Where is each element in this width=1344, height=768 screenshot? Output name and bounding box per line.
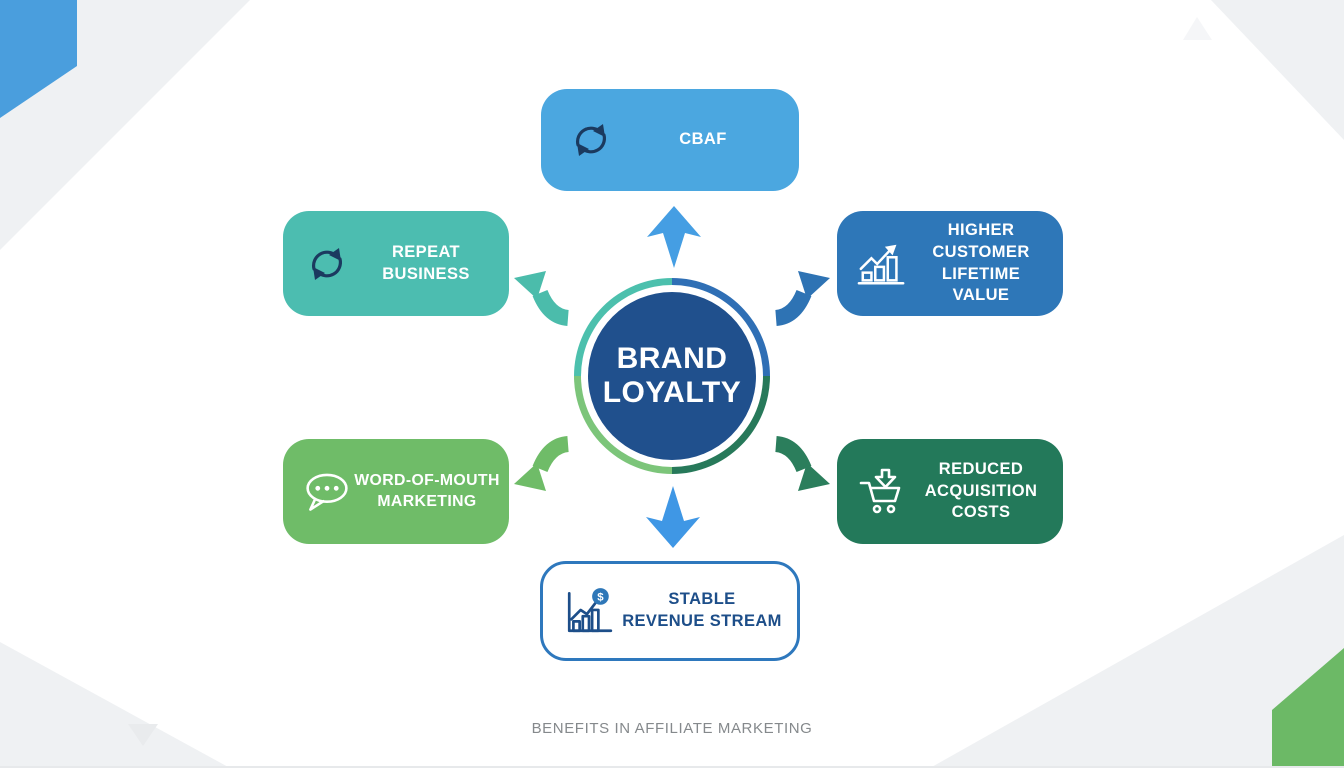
node-label: WORD-OF-MOUTH MARKETING [354, 471, 500, 510]
growth-chart-icon [857, 241, 907, 287]
center-ring-gap: BRAND LOYALTY [581, 285, 763, 467]
small-triangle-top-right [1183, 17, 1212, 40]
node-cbaf: CBAF [541, 89, 799, 191]
arrow-upper-left-icon [514, 271, 570, 326]
blue-corner-shape [0, 0, 77, 118]
center-circle: BRAND LOYALTY [588, 292, 756, 460]
node-label: CBAF [679, 130, 727, 149]
corner-gray-top-right [1211, 0, 1344, 140]
node-word-of-mouth-marketing: WORD-OF-MOUTH MARKETING [283, 439, 509, 544]
page-title: BENEFITS IN AFFILIATE MARKETING [531, 720, 813, 737]
node-higher-customer-lifetime-value: HIGHER CUSTOMER LIFETIME VALUE [837, 211, 1063, 316]
refresh-icon [303, 240, 351, 288]
arrow-up-icon [647, 206, 701, 268]
node-repeat-business: REPEAT BUSINESS [283, 211, 509, 316]
arrow-lower-right-icon [774, 436, 830, 491]
svg-text:$: $ [597, 592, 604, 604]
node-label: REDUCED ACQUISITION COSTS [924, 459, 1038, 522]
node-stable-revenue-stream: $ STABLE REVENUE STREAM [540, 561, 800, 661]
node-reduced-acquisition-costs: REDUCED ACQUISITION COSTS [837, 439, 1063, 544]
node-label: STABLE REVENUE STREAM [622, 590, 782, 630]
green-corner-shape [1272, 648, 1344, 768]
corner-gray-bottom-left [0, 642, 230, 768]
revenue-chart-icon: $ [563, 585, 615, 637]
arrow-down-icon [646, 486, 700, 548]
corner-gray-bottom-right [930, 535, 1344, 768]
small-triangle-bottom-left [128, 724, 158, 746]
speech-bubble-icon [303, 470, 351, 514]
arrow-lower-left-icon [514, 436, 570, 491]
bottom-divider [0, 766, 1344, 768]
cart-download-icon [857, 467, 907, 517]
refresh-icon [567, 116, 615, 164]
node-label: REPEAT BUSINESS [382, 242, 470, 283]
center-label: BRAND LOYALTY [602, 341, 742, 410]
node-label: HIGHER CUSTOMER LIFETIME VALUE [932, 220, 1030, 305]
center-ring: BRAND LOYALTY [574, 278, 770, 474]
arrow-upper-right-icon [774, 271, 830, 326]
